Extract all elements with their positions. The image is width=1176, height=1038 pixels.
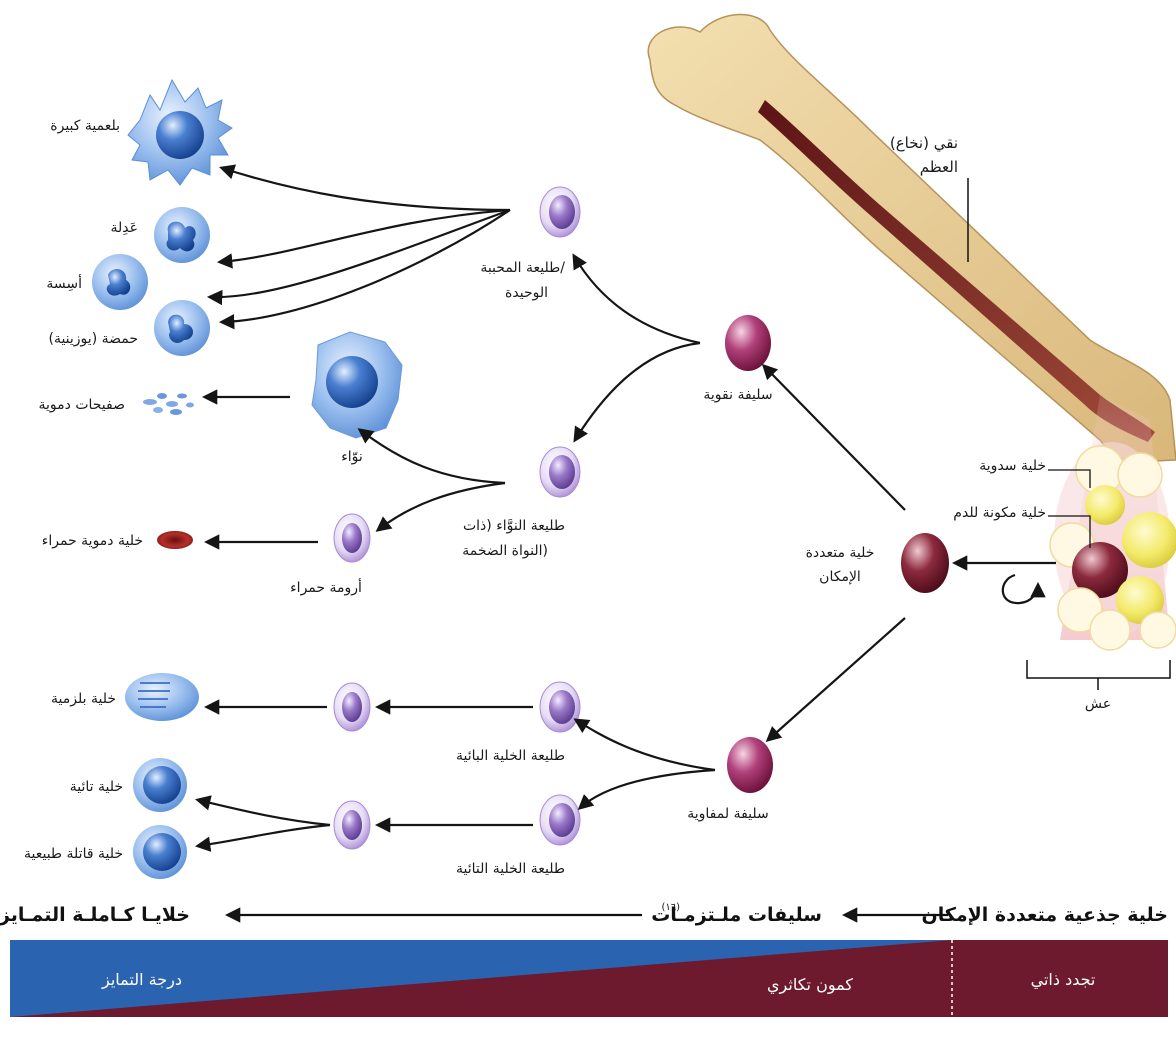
hematopoietic-cell-label: خلية مكونة للدم: [953, 505, 1046, 521]
nk-cell: [133, 825, 187, 879]
stage-footnote: (١٦): [661, 902, 680, 913]
basophil-cell: [92, 254, 148, 310]
myeloid-progenitor-cell: [725, 315, 771, 371]
b-cell-precursor-label: طليعة الخلية البائية: [456, 748, 565, 764]
t-cell-label: خلية تائية: [70, 779, 123, 795]
stage-axis: خلية جذعية متعددة الإمكان سليفات ملـتزمـ…: [0, 902, 1168, 926]
platelets-shape: [143, 393, 194, 415]
potency-band: تجدد ذاتي كمون تكاثري درجة التمايز: [10, 940, 1168, 1017]
t-cell-intermediate-cell: [333, 800, 371, 850]
t-cell: [133, 758, 187, 812]
eosinophil-cell: [154, 300, 210, 356]
erythroblast-cell: [333, 513, 371, 563]
plasma-cell: [125, 673, 199, 721]
differentiation-arrows: [194, 164, 1056, 852]
band-differentiation: درجة التمايز: [101, 970, 182, 990]
megakaryocyte-label: نوّاء: [341, 449, 363, 465]
platelets-label: صفيحات دموية: [39, 397, 126, 413]
leader-lines: [967, 178, 1171, 690]
hematopoietic-cell-shape: [1072, 542, 1128, 598]
neutrophil-label: عَدِلة: [111, 220, 138, 236]
mk-precursor-label-line2: النواة الضخمة): [462, 543, 548, 559]
stage-stem-label: خلية جذعية متعددة الإمكان: [921, 904, 1168, 926]
bone-marrow-niche: [1049, 395, 1176, 651]
stage-mature-label: خلايـا كـاملـة التمـايز: [0, 904, 190, 926]
b-cell-intermediate-cell: [333, 682, 371, 732]
niche-label: عش: [1085, 696, 1111, 712]
stromal-cell-label: خلية سدوية: [979, 458, 1046, 474]
eosinophil-label: حمضة (يوزينية): [48, 331, 138, 347]
myeloid-progenitor-label: سليفة نقوية: [703, 387, 772, 403]
red-blood-cell-label: خلية دموية حمراء: [42, 533, 143, 549]
neutrophil-cell: [154, 207, 210, 263]
erythroblast-label: أرومة حمراء: [290, 578, 362, 596]
stage-progenitors-label: سليفات ملـتزمـات: [651, 904, 822, 926]
nk-cell-label: خلية قاتلة طبيعية: [24, 846, 123, 862]
t-cell-precursor-cell: [539, 794, 581, 846]
mk-precursor-label-line1: طليعة النوَّاء (ذات: [463, 518, 565, 534]
b-cell-precursor-cell: [539, 681, 581, 733]
megakaryocyte-precursor-cell: [539, 446, 581, 498]
lymphoid-progenitor-cell: [727, 737, 773, 793]
bone-marrow-label-line1: نقي (نخاع): [890, 134, 958, 153]
bone-illustration: [647, 13, 1176, 463]
t-cell-precursor-label: طليعة الخلية التائية: [456, 861, 565, 877]
multipotent-cell-label-line1: خلية متعددة: [806, 545, 875, 561]
macrophage-label: بلعمية كبيرة: [50, 118, 120, 134]
band-proliferation: كمون تكاثري: [767, 975, 853, 995]
bone-marrow-label-line2: العظم: [920, 158, 958, 176]
megakaryocyte-cell: [311, 331, 403, 439]
plasma-cell-label: خلية بلزمية: [51, 691, 116, 707]
gm-precursor-label-line2: الوحيدة: [505, 285, 548, 301]
multipotent-cell: [901, 533, 949, 593]
red-blood-cell-shape: [157, 531, 193, 549]
basophil-label: أسِسة: [46, 274, 82, 292]
band-self-renewal: تجدد ذاتي: [1031, 970, 1096, 990]
gm-precursor-label-line1: طليعة المحببة/: [480, 260, 565, 276]
lymphoid-progenitor-label: سليفة لمفاوية: [687, 806, 769, 822]
multipotent-cell-label-line2: الإمكان: [819, 569, 861, 585]
macrophage-cell: [127, 78, 233, 186]
granulocyte-monocyte-precursor-cell: [539, 186, 581, 238]
